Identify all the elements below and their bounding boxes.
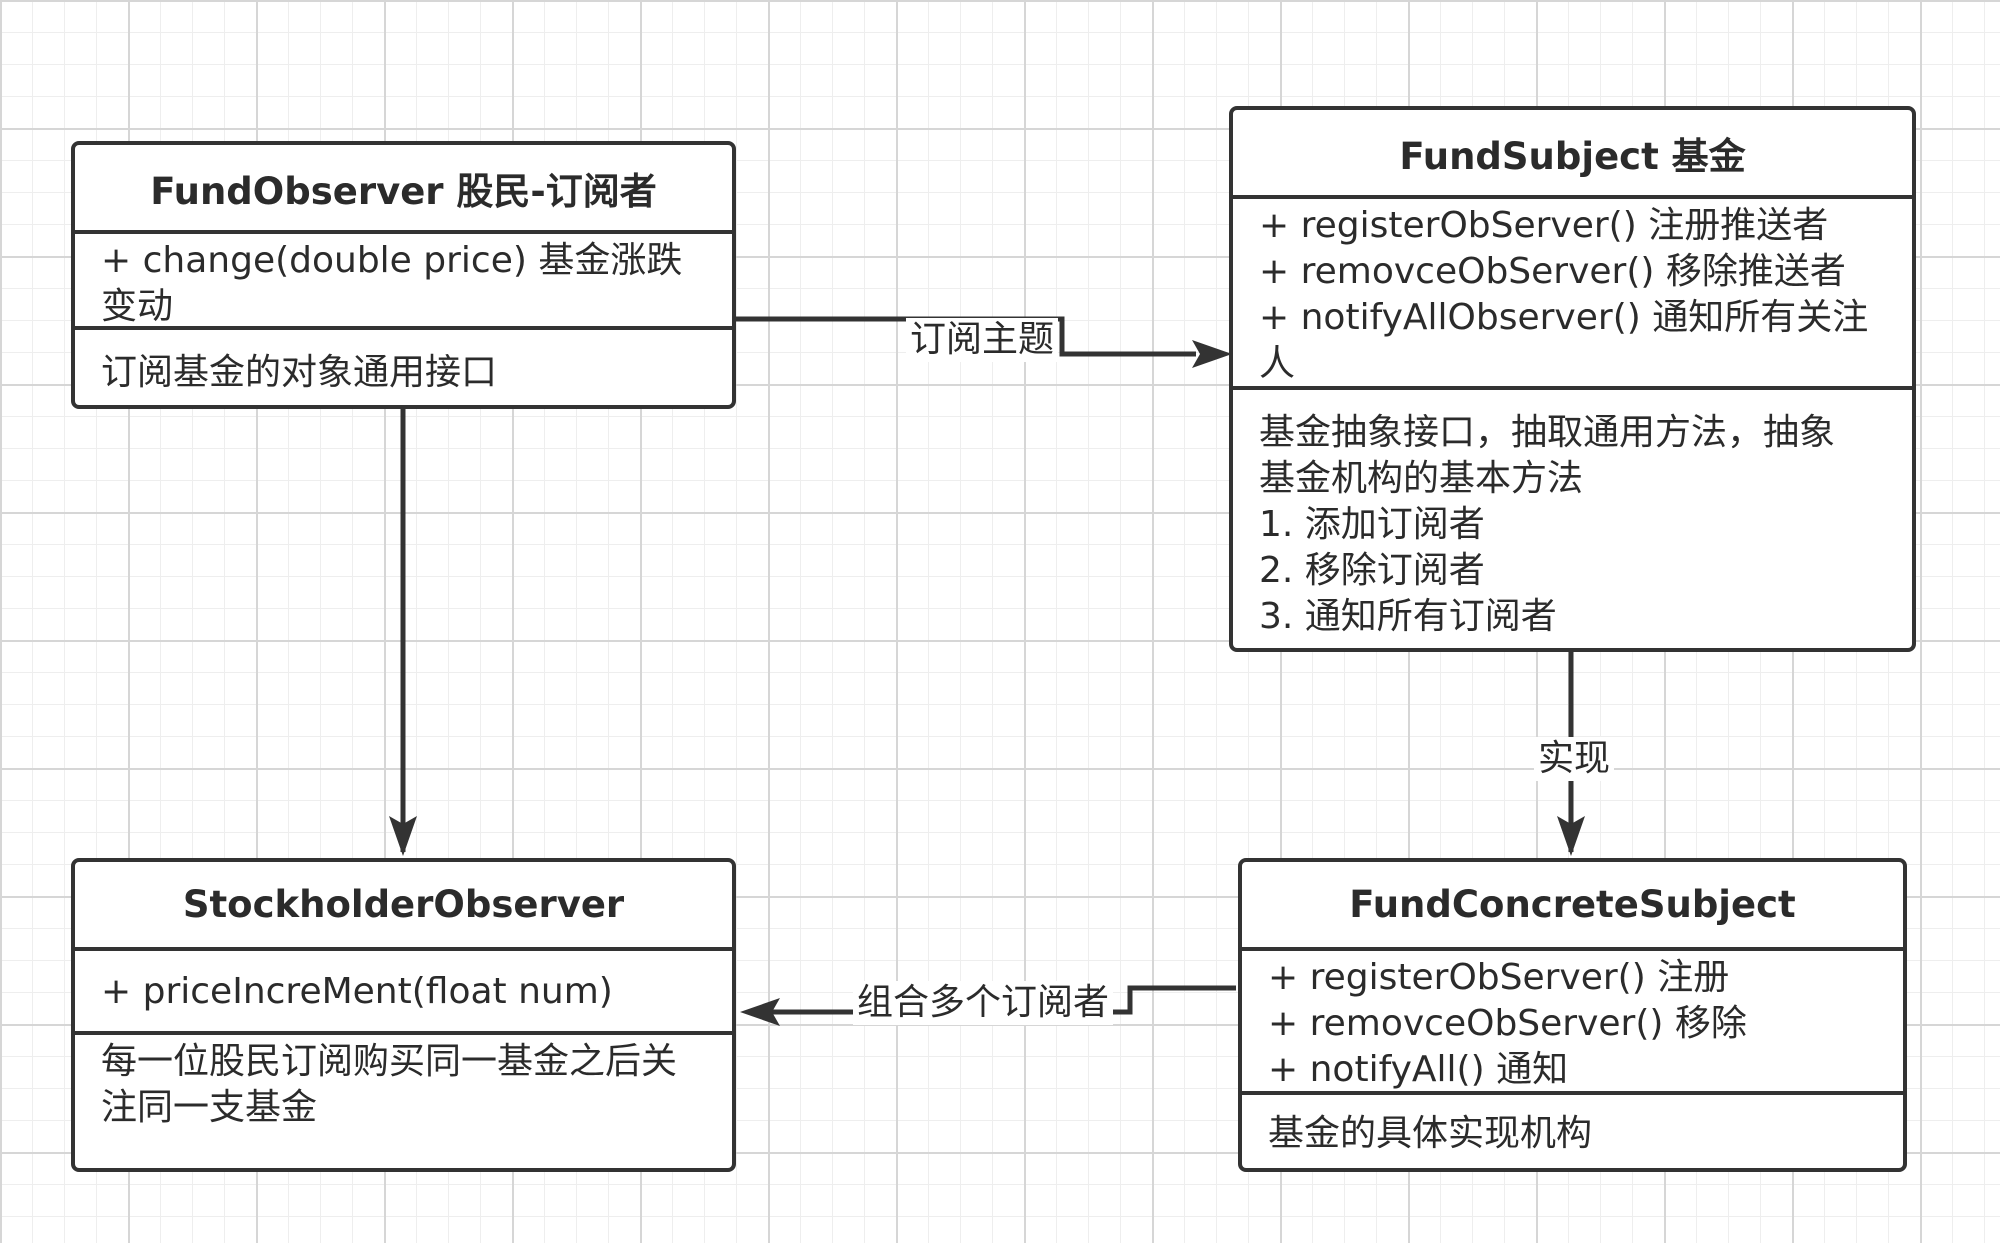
- description-line: 2. 移除订阅者: [1259, 550, 1485, 591]
- method-line: + priceIncreMent(float num): [101, 971, 613, 1012]
- inherit-arrowhead: [389, 816, 417, 856]
- subscribe-label: 订阅主题: [906, 318, 1059, 362]
- description-line: 1. 添加订阅者: [1259, 504, 1485, 545]
- class-fund-observer-description: 订阅基金的对象通用接口: [75, 330, 732, 396]
- method-line: 人: [1259, 343, 1296, 384]
- method-line: + registerObServer() 注册: [1268, 957, 1730, 998]
- subscribe-edge: [736, 316, 1196, 357]
- description-line: 基金的具体实现机构: [1268, 1113, 1593, 1154]
- class-fund-concrete-subject[interactable]: FundConcreteSubject + registerObServer()…: [1238, 858, 1907, 1172]
- description-line: 基金机构的基本方法: [1259, 458, 1584, 499]
- class-stockholder-observer-methods: + priceIncreMent(float num): [75, 951, 732, 1035]
- subscribe-arrowhead: [1192, 340, 1232, 368]
- class-fund-subject[interactable]: FundSubject 基金 + registerObServer() 注册推送…: [1229, 106, 1916, 652]
- compose-label: 组合多个订阅者: [853, 981, 1114, 1025]
- method-line: + notifyAll() 通知: [1268, 1049, 1569, 1090]
- description-line: 基金抽象接口，抽取通用方法，抽象: [1259, 412, 1836, 453]
- method-line: + change(double price) 基金涨跌: [101, 240, 683, 281]
- class-fund-subject-name: FundSubject 基金: [1233, 110, 1912, 199]
- method-line: + registerObServer() 注册推送者: [1259, 205, 1829, 246]
- class-fund-observer[interactable]: FundObserver 股民-订阅者 + change(double pric…: [71, 141, 736, 409]
- description-line: 注同一支基金: [101, 1087, 318, 1128]
- class-stockholder-observer[interactable]: StockholderObserver + priceIncreMent(flo…: [71, 858, 736, 1172]
- class-fund-subject-description: 基金抽象接口，抽取通用方法，抽象 基金机构的基本方法 1. 添加订阅者 2. 移…: [1233, 390, 1912, 640]
- class-fund-concrete-subject-name: FundConcreteSubject: [1242, 862, 1903, 951]
- method-line: + notifyAllObserver() 通知所有关注: [1259, 297, 1869, 338]
- class-fund-concrete-subject-description: 基金的具体实现机构: [1242, 1095, 1903, 1157]
- class-stockholder-observer-description: 每一位股民订阅购买同一基金之后关 注同一支基金: [75, 1035, 732, 1131]
- description-line: 订阅基金的对象通用接口: [101, 352, 498, 393]
- description-line: 3. 通知所有订阅者: [1259, 596, 1557, 637]
- class-fund-subject-methods: + registerObServer() 注册推送者 + removceObSe…: [1233, 199, 1912, 390]
- method-line: 变动: [101, 286, 174, 327]
- description-line: 每一位股民订阅购买同一基金之后关: [101, 1041, 678, 1082]
- method-line: + removceObServer() 移除推送者: [1259, 251, 1846, 292]
- class-fund-observer-methods: + change(double price) 基金涨跌 变动: [75, 234, 732, 330]
- implement-label: 实现: [1534, 737, 1615, 781]
- class-fund-observer-name: FundObserver 股民-订阅者: [75, 145, 732, 234]
- class-fund-concrete-subject-methods: + registerObServer() 注册 + removceObServe…: [1242, 951, 1903, 1095]
- method-line: + removceObServer() 移除: [1268, 1003, 1747, 1044]
- compose-arrowhead: [740, 998, 780, 1026]
- class-stockholder-observer-name: StockholderObserver: [75, 862, 732, 951]
- implement-arrowhead: [1557, 816, 1585, 856]
